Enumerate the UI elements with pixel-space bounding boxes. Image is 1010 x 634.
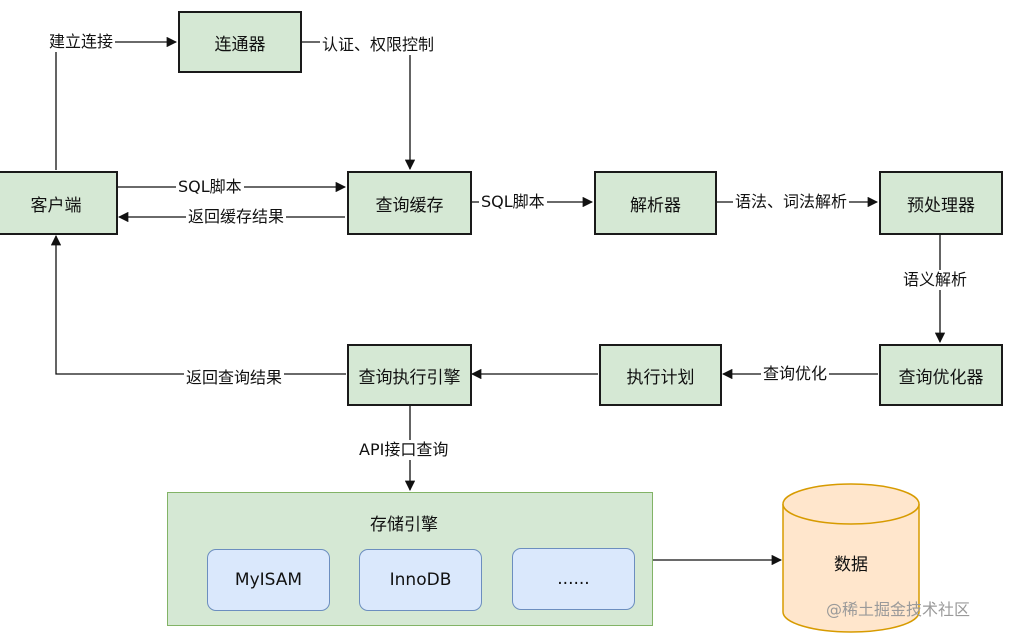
edge-connector-to-cache	[302, 41, 416, 171]
engine-myisam-label: MyISAM	[234, 570, 303, 590]
label-semantic: 语义解析	[901, 270, 970, 290]
node-optimizer: 查询优化器	[879, 344, 1003, 406]
engine-innodb: InnoDB	[359, 549, 482, 611]
label-api-query: API接口查询	[357, 440, 451, 460]
label-return-result: 返回查询结果	[184, 368, 285, 388]
watermark: @稀土掘金技术社区	[826, 600, 971, 619]
node-preprocessor-label: 预处理器	[907, 195, 975, 216]
database-cylinder	[782, 483, 920, 633]
node-connector-label: 连通器	[214, 34, 266, 55]
edge-client-to-connector	[55, 36, 178, 170]
label-establish-connection: 建立连接	[47, 32, 116, 52]
label-return-cache: 返回缓存结果	[186, 207, 287, 227]
engine-innodb-label: InnoDB	[389, 570, 452, 590]
engine-more-label: ......	[557, 569, 590, 589]
node-optimizer-label: 查询优化器	[898, 367, 984, 388]
node-exec-plan: 执行计划	[599, 344, 722, 406]
node-client-label: 客户端	[30, 195, 82, 216]
label-query-optimize: 查询优化	[761, 364, 830, 384]
label-syntax-lexical: 语法、词法解析	[733, 192, 850, 212]
node-exec-engine-label: 查询执行引擎	[358, 367, 461, 388]
database-label: 数据	[834, 555, 868, 575]
node-exec-engine: 查询执行引擎	[347, 344, 472, 406]
node-query-cache-label: 查询缓存	[375, 195, 444, 216]
node-connector: 连通器	[178, 11, 302, 73]
label-sql-script-to-parser: SQL脚本	[479, 192, 547, 212]
node-client: 客户端	[0, 171, 118, 235]
node-exec-plan-label: 执行计划	[626, 367, 695, 388]
node-parser-label: 解析器	[630, 195, 681, 216]
engine-myisam: MyISAM	[207, 549, 330, 611]
node-parser: 解析器	[594, 171, 717, 235]
label-auth: 认证、权限控制	[320, 35, 437, 55]
storage-engine-title: 存储引擎	[370, 515, 438, 535]
edge-engine-to-client	[50, 234, 346, 375]
node-preprocessor: 预处理器	[879, 171, 1003, 235]
node-query-cache: 查询缓存	[347, 171, 472, 235]
label-sql-script-in: SQL脚本	[176, 177, 244, 197]
engine-more: ......	[512, 548, 635, 610]
